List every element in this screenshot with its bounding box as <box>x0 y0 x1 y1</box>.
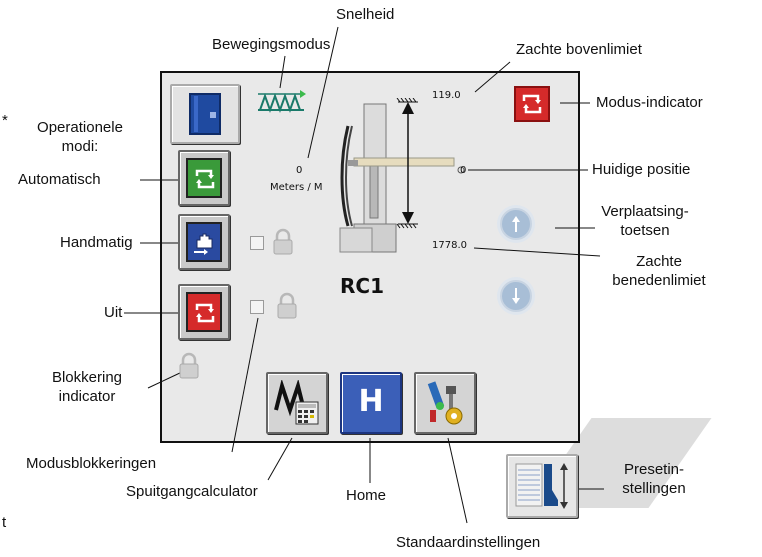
callout-operationele-line2: modi: <box>61 138 99 155</box>
callout-huidige-positie: Huidige positie <box>592 161 691 178</box>
book-icon <box>189 93 221 135</box>
home-button[interactable]: H <box>340 372 402 434</box>
manual-book-button[interactable] <box>170 84 240 144</box>
callout-modusblokkeringen: Modusblokkeringen <box>26 455 157 472</box>
calculator-icon <box>274 380 319 425</box>
speed-unit: Meters / M <box>270 182 323 193</box>
hand-icon <box>194 233 213 255</box>
preset-icon <box>515 463 568 509</box>
speed-value: 0 <box>296 165 303 176</box>
cycle-arrows-icon <box>195 303 215 323</box>
off-mode-button[interactable] <box>178 284 230 340</box>
cycle-arrows-icon <box>522 94 542 114</box>
callout-zachte-benedenlimiet: Zachte benedenlimiet <box>584 252 734 290</box>
manual-mode-face <box>186 222 222 262</box>
lock-icon <box>277 292 297 319</box>
movement-mode-icon[interactable] <box>256 90 306 114</box>
lower-limit-value: 1778.0 <box>432 240 467 251</box>
arrow-up-icon <box>512 216 520 232</box>
machine-illustration <box>339 98 465 253</box>
current-position-value: 0 <box>460 165 467 176</box>
off-mode-face <box>186 292 222 332</box>
callout-verplaatsing-line2: toetsen <box>620 222 670 239</box>
callout-presetinstellingen: Presetin- stellingen <box>604 460 704 498</box>
automatic-mode-button[interactable] <box>178 150 230 206</box>
callout-presetin-line2: stellingen <box>622 480 686 497</box>
automatic-mode-face <box>186 158 222 198</box>
callout-blokkering-indicator: Blokkering indicator <box>32 368 142 406</box>
robot-name: RC1 <box>340 274 384 298</box>
lock-icon <box>273 228 293 255</box>
callout-operationele-modi: Operationele modi: <box>20 118 140 156</box>
manual-mode-button[interactable] <box>178 214 230 270</box>
jog-up-button[interactable] <box>500 208 532 240</box>
callout-verplaatsing-line1: Verplaatsing- <box>601 203 689 220</box>
spray-calculator-button[interactable] <box>266 372 328 434</box>
blocking-indicator-lock-icon <box>179 352 199 379</box>
home-button-label: H <box>358 384 384 419</box>
upper-limit-value: 119.0 <box>432 90 461 101</box>
callout-handmatig: Handmatig <box>60 234 133 251</box>
callout-modus-indicator: Modus-indicator <box>596 94 703 111</box>
callout-operationele-line1: Operationele <box>37 119 123 136</box>
callout-presetin-line1: Presetin- <box>623 461 685 478</box>
preset-settings-button[interactable] <box>506 454 578 518</box>
callout-home: Home <box>346 487 387 504</box>
arrow-down-icon <box>512 288 520 304</box>
callout-zachte-ben-line1: Zachte <box>636 253 682 270</box>
callout-standaardinstellingen: Standaardinstellingen <box>396 534 541 551</box>
callout-snelheid: Snelheid <box>336 6 395 23</box>
jog-down-button[interactable] <box>500 280 532 312</box>
callout-edge-t: t <box>2 514 7 531</box>
mode-indicator <box>514 86 550 122</box>
tools-icon <box>427 381 463 425</box>
callout-automatisch: Automatisch <box>18 171 101 188</box>
callout-verplaatsingtoetsen: Verplaatsing- toetsen <box>590 202 700 240</box>
callout-blokkering-line1: Blokkering <box>51 369 123 386</box>
off-mode-lock-checkbox[interactable] <box>250 300 264 314</box>
callout-blokkering-line2: indicator <box>58 388 116 405</box>
callout-bewegingsmodus: Bewegingsmodus <box>212 36 331 53</box>
default-settings-button[interactable] <box>414 372 476 434</box>
callout-zachte-ben-line2: benedenlimiet <box>612 272 706 289</box>
callout-spuitgangcalculator: Spuitgangcalculator <box>126 483 258 500</box>
callout-uit: Uit <box>104 304 123 321</box>
cycle-arrows-icon <box>195 169 215 189</box>
callout-zachte-bovenlimiet: Zachte bovenlimiet <box>516 41 642 58</box>
manual-mode-lock-checkbox[interactable] <box>250 236 264 250</box>
callout-edge-mark: * <box>2 112 8 129</box>
